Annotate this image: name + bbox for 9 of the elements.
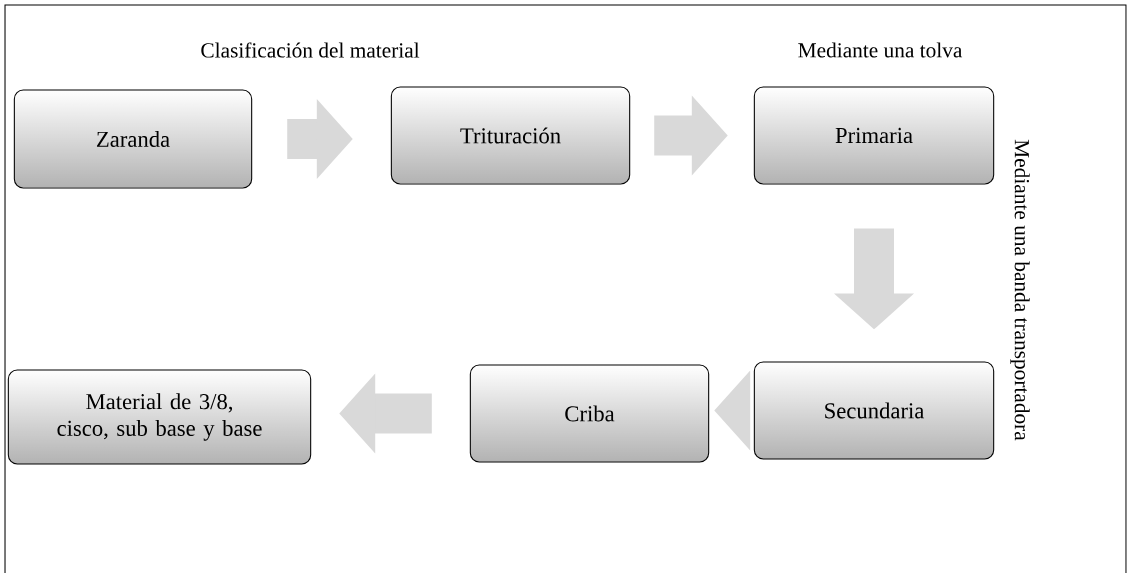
process-box: Primaria: [753, 86, 995, 185]
process-box: Zaranda: [13, 89, 253, 189]
step-note: Mediante una tolva: [798, 42, 963, 58]
step-note: Clasificación del material: [201, 42, 420, 58]
process-box: Material de 3/8, cisco, sub base y base: [7, 369, 312, 465]
process-box: Criba: [469, 364, 710, 463]
process-box: Secundaria: [753, 361, 995, 460]
process-box: Trituración: [390, 86, 631, 185]
step-note: Mediante una banda transportadora: [1010, 139, 1030, 441]
